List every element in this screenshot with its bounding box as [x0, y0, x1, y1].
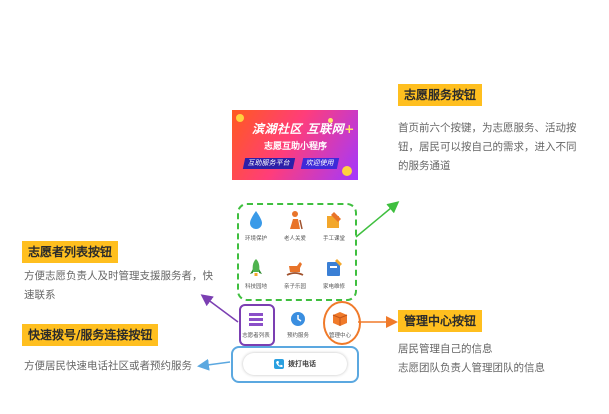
- service-button-appliance-repair[interactable]: 家电维修: [316, 258, 352, 290]
- service-button-tech[interactable]: 科技园地: [238, 258, 274, 290]
- banner-subtitle: 志愿互助小程序: [264, 142, 328, 152]
- management-center-callout-desc: 居民管理自己的信息 志愿团队负责人管理团队的信息: [398, 343, 545, 374]
- volunteer-list-callout-title: 志愿者列表按钮: [22, 241, 119, 263]
- call-phone-button[interactable]: 拨打电话: [243, 353, 347, 375]
- rocking-horse-icon: [283, 258, 307, 278]
- list-icon: [239, 309, 273, 329]
- quick-dial-callout-desc: 方便居民快速电话社区或者预约服务: [24, 360, 192, 372]
- service-buttons-frame: [237, 203, 357, 301]
- management-center-callout-title: 管理中心按钮: [398, 310, 483, 332]
- service-button-environment[interactable]: 环境保护: [238, 210, 274, 242]
- management-center-button[interactable]: 管理中心: [323, 309, 357, 339]
- repair-icon: [322, 258, 346, 278]
- quick-dial-callout-title: 快速拨号/服务连接按钮: [22, 324, 159, 346]
- banner-tag-platform: 互助服务平台: [242, 158, 296, 169]
- banner-title: 滨湖社区 互联网+: [252, 122, 355, 136]
- service-button-elderly-care[interactable]: 老人关爱: [277, 210, 313, 242]
- water-drop-icon: [244, 210, 268, 230]
- quick-dial-frame: 拨打电话: [231, 346, 359, 383]
- green-arrow: [355, 201, 400, 238]
- rocket-icon: [244, 258, 268, 278]
- volunteer-service-callout-title: 志愿服务按钮: [398, 84, 483, 106]
- volunteer-list-callout-desc: 方便志愿负责人及时管理支援服务者，快 速联系: [24, 270, 213, 301]
- purple-arrow: [200, 294, 239, 323]
- banner-tag-welcome: 欢迎使用: [300, 158, 340, 169]
- handcraft-icon: [322, 210, 346, 230]
- app-banner: 滨湖社区 互联网+ 志愿互助小程序 互助服务平台 欢迎使用: [232, 110, 358, 180]
- box-icon: [323, 309, 357, 329]
- volunteer-service-callout-desc: 首页前六个按键，为志愿服务、活动按 钮，居民可以按自己的需求，进入不同 的服务通…: [398, 122, 577, 172]
- clock-icon: [281, 309, 315, 329]
- elderly-icon: [283, 210, 307, 230]
- volunteer-list-button[interactable]: 志愿者列表: [239, 309, 273, 339]
- phone-icon: [274, 359, 284, 369]
- blue-arrow: [197, 358, 231, 371]
- management-center-highlight: [323, 301, 361, 345]
- volunteer-list-highlight: [239, 304, 275, 346]
- service-button-parent-child[interactable]: 亲子乐园: [277, 258, 313, 290]
- service-button-handcraft[interactable]: 手工课堂: [316, 210, 352, 242]
- appointment-service-button[interactable]: 预约服务: [281, 309, 315, 339]
